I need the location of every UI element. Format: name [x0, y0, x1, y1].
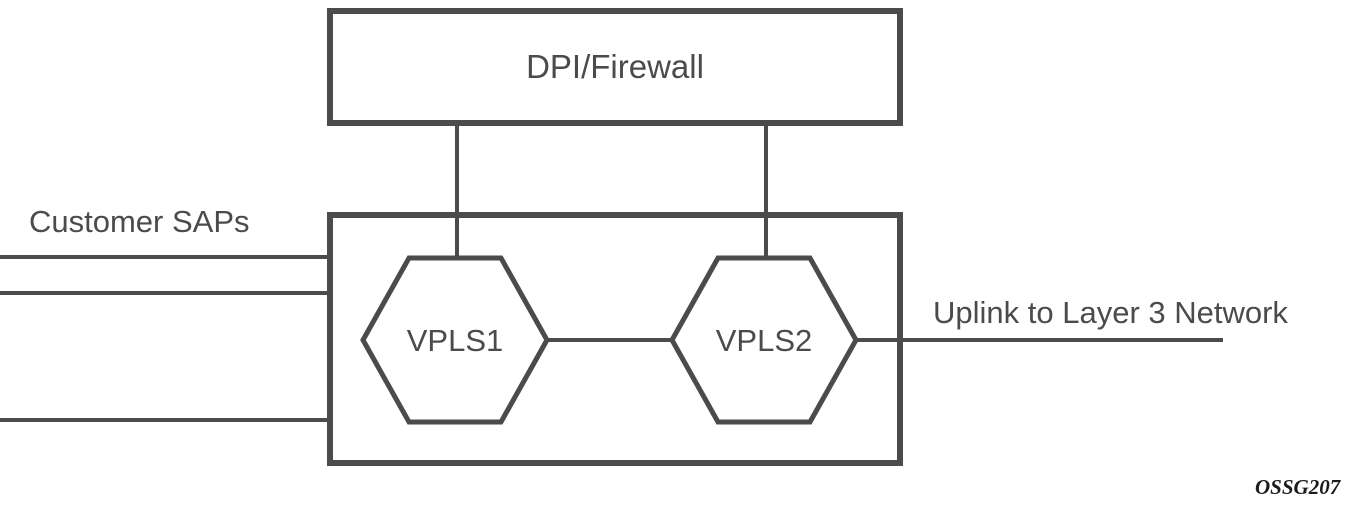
dpi-firewall-box: [327, 8, 903, 126]
uplink-to-layer3-label: Uplink to Layer 3 Network: [933, 295, 1288, 330]
vpls1-label: VPLS1: [407, 323, 504, 358]
vpls2-label: VPLS2: [716, 323, 813, 358]
customer-sap-lines: [0, 255, 330, 422]
inner-connector-overlays: [455, 215, 900, 342]
vpls2-hexagon: [669, 255, 859, 425]
vpls1-hexagon: [360, 255, 550, 425]
figure-id-label: OSSG207: [1255, 475, 1342, 499]
customer-saps-label: Customer SAPs: [29, 204, 250, 239]
dpi-connectors: [455, 123, 768, 262]
dpi-firewall-label: DPI/Firewall: [526, 48, 704, 85]
